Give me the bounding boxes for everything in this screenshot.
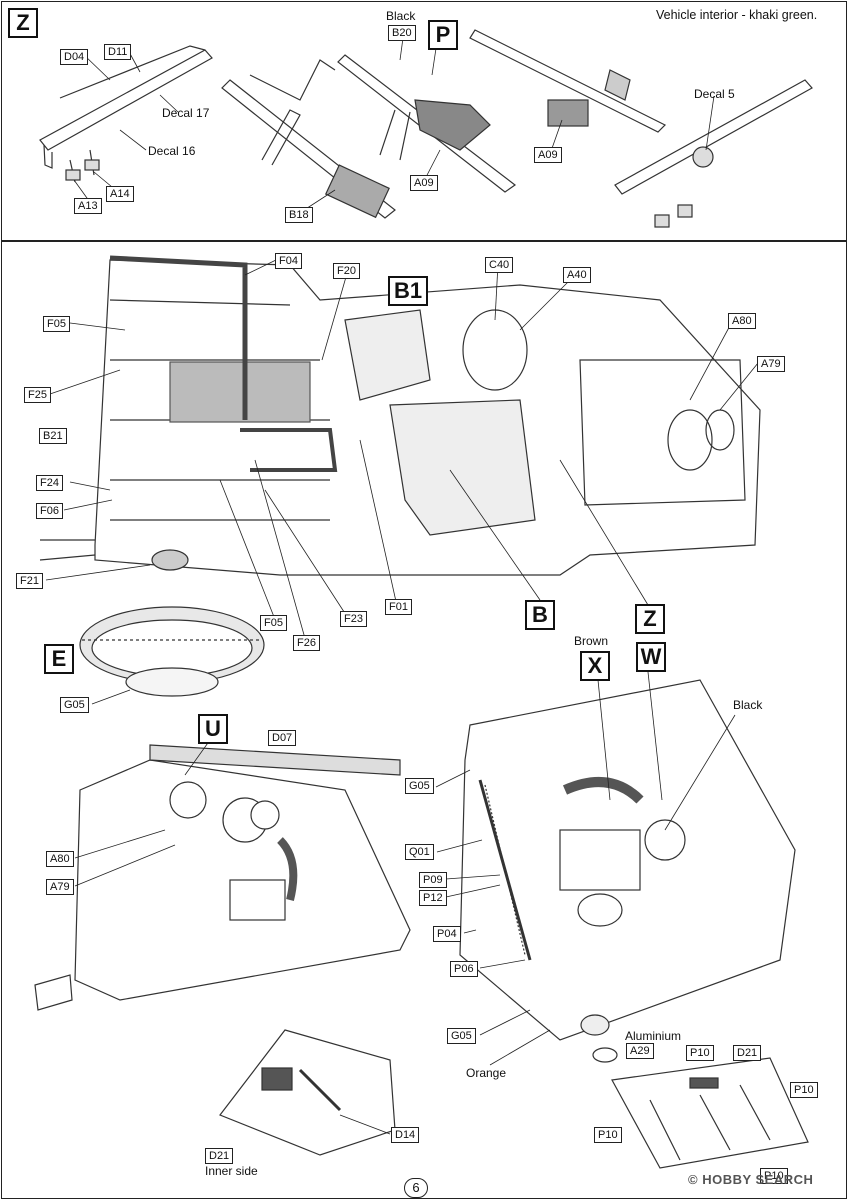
part-label-g05-upper: G05 <box>405 778 434 794</box>
part-label-p09: P09 <box>419 872 447 888</box>
part-label-f23: F23 <box>340 611 367 627</box>
part-label-f21: F21 <box>16 573 43 589</box>
part-label-a40: A40 <box>563 267 591 283</box>
step-x-marker: X <box>580 651 610 681</box>
part-label-b21: B21 <box>39 428 67 444</box>
part-label-f05-upper: F05 <box>43 316 70 332</box>
decal-5-label: Decal 5 <box>694 87 735 101</box>
part-label-a80-main: A80 <box>728 313 756 329</box>
part-label-f06: F06 <box>36 503 63 519</box>
part-label-f04: F04 <box>275 253 302 269</box>
part-label-p10-bottom: P10 <box>760 1168 788 1184</box>
part-label-a09-right: A09 <box>534 147 562 163</box>
part-label-d07: D07 <box>268 730 297 746</box>
part-label-a13: A13 <box>74 198 102 214</box>
part-label-d11: D11 <box>104 44 132 60</box>
part-label-f25: F25 <box>24 387 51 403</box>
part-label-f05-lower: F05 <box>260 615 287 631</box>
color-brown-label: Brown <box>574 634 609 648</box>
part-label-f01: F01 <box>385 599 412 615</box>
part-label-p06: P06 <box>450 961 478 977</box>
part-label-d21-left: D21 <box>205 1148 234 1164</box>
part-label-d04: D04 <box>60 49 89 65</box>
part-label-g05-lower: G05 <box>447 1028 476 1044</box>
part-label-p04: P04 <box>433 926 461 942</box>
part-label-d21-right: D21 <box>733 1045 762 1061</box>
part-label-p10-top: P10 <box>686 1045 714 1061</box>
step-b-marker: B <box>525 600 555 630</box>
part-label-a09-left: A09 <box>410 175 438 191</box>
part-label-a79-left: A79 <box>46 879 74 895</box>
part-label-a29: A29 <box>626 1043 654 1059</box>
part-label-a14: A14 <box>106 186 134 202</box>
step-e-marker: E <box>44 644 74 674</box>
inner-side-label: Inner side <box>205 1164 258 1178</box>
part-label-a80-left: A80 <box>46 851 74 867</box>
part-label-d14: D14 <box>391 1127 420 1143</box>
decal-16-label: Decal 16 <box>148 144 196 158</box>
step-p-marker: P <box>428 20 458 50</box>
part-label-a79-main: A79 <box>757 356 785 372</box>
part-label-p12: P12 <box>419 890 447 906</box>
color-orange-label: Orange <box>466 1066 507 1080</box>
part-label-b20: B20 <box>388 25 416 41</box>
part-label-p10-right: P10 <box>790 1082 818 1098</box>
watermark: © HOBBY SEARCH <box>688 1172 814 1187</box>
color-black-engine-label: Black <box>733 698 763 712</box>
part-label-f20: F20 <box>333 263 360 279</box>
part-label-c40: C40 <box>485 257 514 273</box>
step-b1-marker: B1 <box>388 276 428 306</box>
part-label-f26: F26 <box>293 635 320 651</box>
part-label-q01: Q01 <box>405 844 434 860</box>
page-number: 6 <box>404 1178 428 1198</box>
step-w-marker: W <box>636 642 666 672</box>
part-label-f24: F24 <box>36 475 63 491</box>
part-label-g05-wheel: G05 <box>60 697 89 713</box>
color-black-label: Black <box>386 9 416 23</box>
part-label-p10-left: P10 <box>594 1127 622 1143</box>
step-z-main-marker: Z <box>635 604 665 634</box>
main-panel <box>1 241 847 1199</box>
decal-17-label: Decal 17 <box>162 106 210 120</box>
color-aluminium-label: Aluminium <box>625 1029 682 1043</box>
vehicle-interior-note: Vehicle interior - khaki green. <box>656 8 818 22</box>
part-label-b18: B18 <box>285 207 313 223</box>
step-u-marker: U <box>198 714 228 744</box>
step-z-top-marker: Z <box>8 8 38 38</box>
